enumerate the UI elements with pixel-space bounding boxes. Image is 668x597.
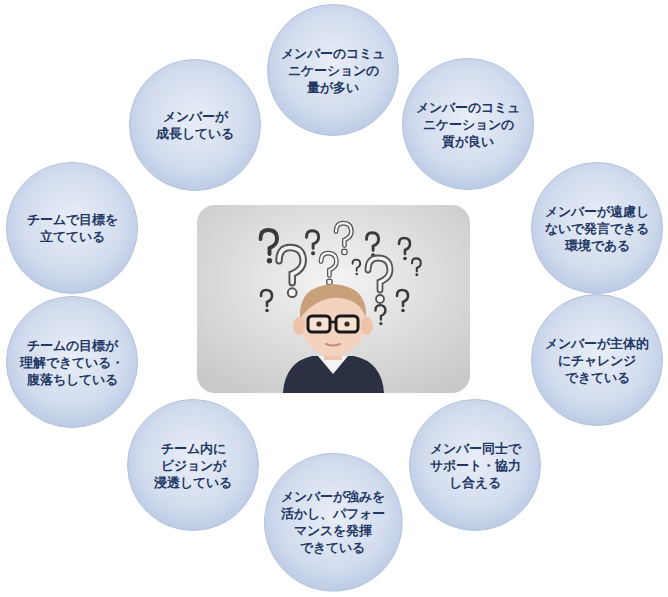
node-label: チームで目標を 立てている bbox=[17, 211, 126, 245]
circle-node: メンバーが主体的 にチャレンジ できている bbox=[531, 294, 663, 426]
node-label: メンバーが遠慮し ないで発言できる 環境である bbox=[542, 203, 651, 254]
circle-node: メンバーが 成長している bbox=[129, 59, 261, 191]
circle-node: メンバーが遠慮し ないで発言できる 環境である bbox=[531, 162, 663, 294]
circle-node: チームで目標を 立てている bbox=[6, 162, 138, 294]
circle-node: メンバーのコミュ ニケーションの 質が良い bbox=[402, 58, 534, 190]
circle-shape bbox=[129, 59, 261, 191]
node-label: メンバーが 成長している bbox=[140, 108, 249, 142]
node-label: チーム内に ビジョンが 浸透している bbox=[138, 440, 247, 491]
node-label: メンバー同士で サポート・協力 し合える bbox=[420, 440, 529, 491]
circle-shape bbox=[264, 453, 403, 592]
node-label: チームの目標が 理解できている・ 腹落ちしている bbox=[17, 337, 126, 388]
node-label: メンバーが主体的 にチャレンジ できている bbox=[542, 335, 651, 386]
node-label: メンバーのコミュ ニケーションの 量が多い bbox=[278, 45, 387, 96]
circle-shape bbox=[6, 162, 138, 294]
circle-node: メンバーが強みを 活かし、パフォー マンスを発揮 できている bbox=[264, 453, 403, 592]
node-label: メンバーのコミュ ニケーションの 質が良い bbox=[413, 99, 522, 150]
circle-node: メンバー同士で サポート・協力 し合える bbox=[409, 399, 541, 531]
circle-node: チーム内に ビジョンが 浸透している bbox=[127, 399, 259, 531]
circle-node: メンバーのコミュ ニケーションの 量が多い bbox=[267, 4, 399, 136]
node-label: メンバーが強みを 活かし、パフォー マンスを発揮 できている bbox=[278, 488, 387, 556]
circle-node: チームの目標が 理解できている・ 腹落ちしている bbox=[6, 296, 138, 428]
